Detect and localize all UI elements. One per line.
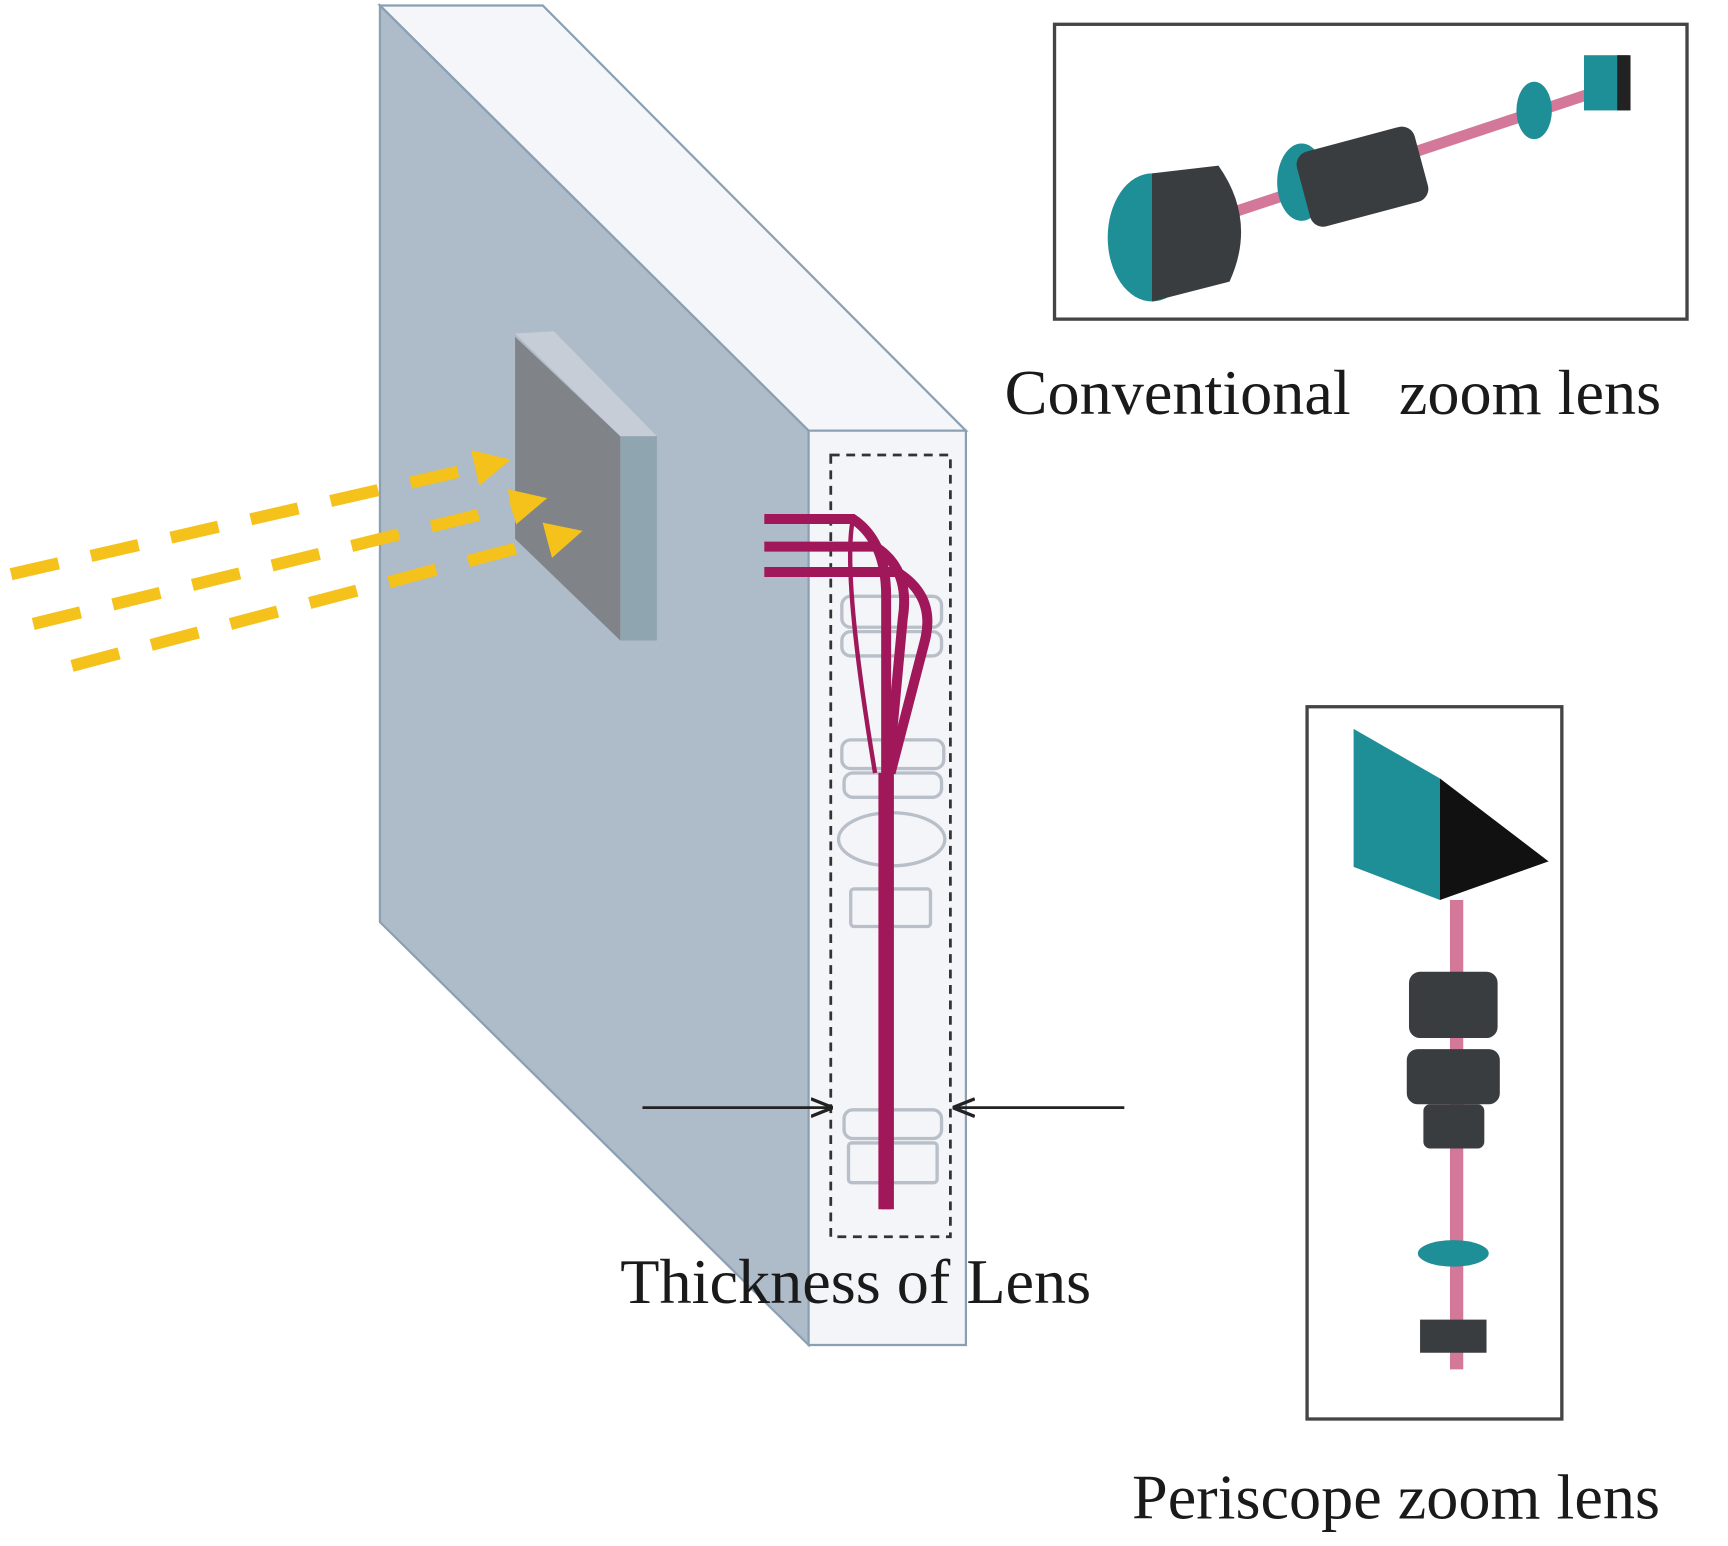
folded-light-beam [764,514,933,1210]
conventional-lens-inset: Conventional zoom lens [1005,22,1689,428]
camera-window [515,331,657,641]
light-ray [31,489,548,630]
light-ray [9,450,511,581]
conventional-lens-label: Conventional zoom lens [1005,357,1661,428]
light-ray [70,522,583,672]
periscope-lens-label: Periscope zoom lens [1132,1461,1660,1532]
lens-region-outline [829,453,952,1239]
incoming-light-rays [9,450,583,672]
conventional-lens-illustration [1107,55,1631,302]
periscope-lens-illustration [1353,728,1549,1370]
periscope-lens-inset: Periscope zoom lens [1132,705,1660,1532]
thickness-label: Thickness of Lens [620,1246,1091,1317]
phone-slab [377,2,969,1348]
